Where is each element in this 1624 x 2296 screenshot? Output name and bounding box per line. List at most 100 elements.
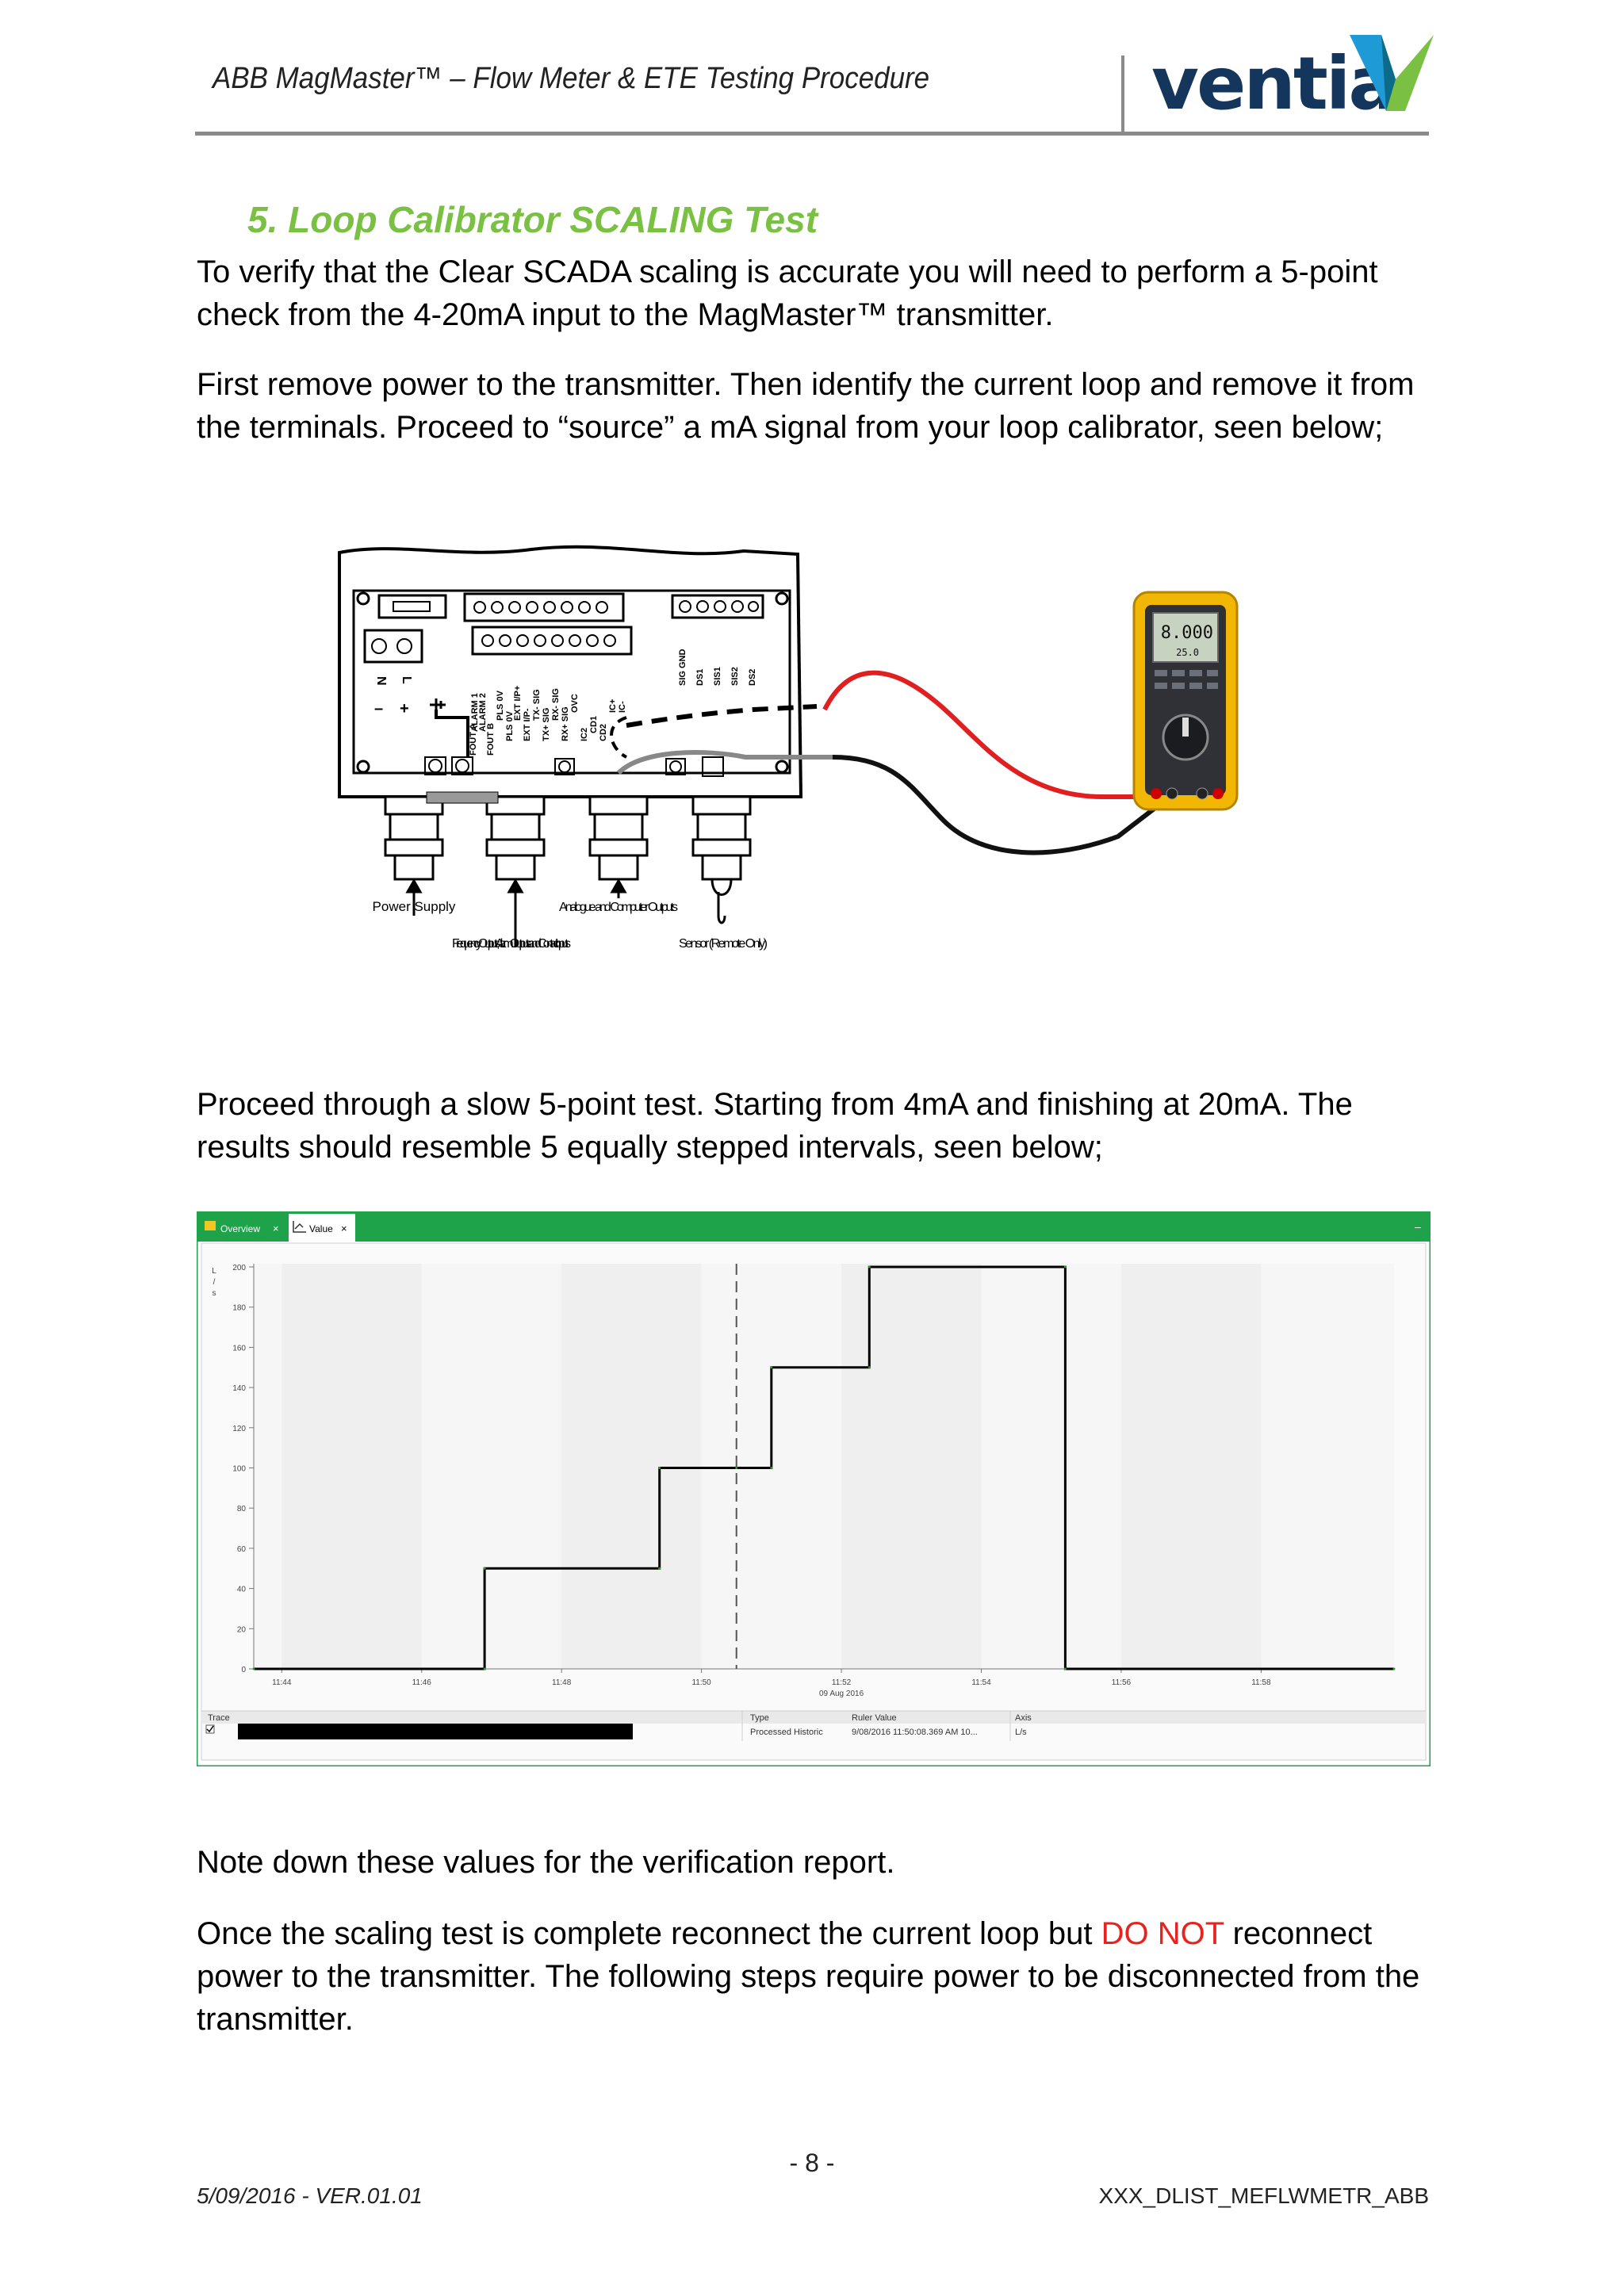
table-row-axis: L/s: [1015, 1728, 1027, 1737]
terminal-minus-label: –: [374, 700, 383, 718]
series-point: [658, 1467, 661, 1469]
tab-value-label: Value: [309, 1223, 333, 1234]
terminal-label: FOUT A: [469, 723, 478, 756]
series-point: [735, 1467, 738, 1469]
power-supply-label: Power Supply: [373, 899, 456, 914]
meter-sub-reading: 25.0: [1176, 647, 1199, 658]
table-header-ruler: Ruler Value: [852, 1713, 897, 1723]
redacted-trace-name: [238, 1724, 633, 1739]
table-header-trace: Trace: [208, 1713, 230, 1723]
plot-band: [1120, 1264, 1262, 1669]
terminal-label: SIG GND: [678, 649, 688, 686]
paragraph-reconnect: Once the scaling test is complete reconn…: [197, 1912, 1434, 2041]
table-header-axis: Axis: [1015, 1713, 1032, 1723]
footer-date-version: 5/09/2016 - VER.01.01: [197, 2183, 423, 2208]
x-tick-label: 11:54: [971, 1678, 991, 1687]
plot-band: [981, 1264, 1121, 1669]
section-number: 5.: [247, 199, 278, 240]
y-unit-label: L: [212, 1267, 216, 1276]
page-number: - 8 -: [789, 2149, 835, 2177]
reconnect-text-a: Once the scaling test is complete reconn…: [197, 1916, 1101, 1951]
terminal-label: FOUT B: [486, 723, 496, 756]
x-tick-label: 11:48: [552, 1678, 572, 1687]
series-point: [770, 1366, 773, 1369]
series-point: [868, 1265, 871, 1269]
frequency-outputs-label: Frequency Outputs, Alarm Outputs and Con…: [452, 937, 571, 951]
plot-band: [421, 1264, 562, 1669]
plot-band: [841, 1264, 982, 1669]
ventia-logo-icon: [1350, 35, 1434, 111]
series-point: [658, 1567, 661, 1570]
y-unit-label: s: [213, 1289, 216, 1298]
paragraph-intro: To verify that the Clear SCADA scaling i…: [197, 254, 1378, 332]
x-tick-label: 11:52: [832, 1678, 852, 1687]
terminal-label: DS2: [748, 669, 757, 686]
terminal-label: CD1: [589, 716, 599, 733]
x-tick-label: 11:50: [691, 1678, 711, 1687]
header-divider: [1121, 55, 1124, 132]
y-tick-label: 0: [241, 1666, 246, 1674]
terminal-label: TX+ SIG: [542, 708, 551, 742]
footer-document-id: XXX_DLIST_MEFLWMETR_ABB: [1098, 2183, 1429, 2208]
terminal-label: SIS1: [713, 667, 722, 686]
terminal-label: TX- SIG: [532, 689, 542, 721]
series-point: [1063, 1667, 1067, 1670]
terminal-label: DS1: [695, 669, 705, 686]
meter-main-reading: 8.000: [1161, 623, 1213, 643]
header-rule: [195, 132, 1429, 136]
ventia-logo-text: ventia: [1151, 41, 1397, 126]
y-tick-label: 40: [237, 1586, 247, 1594]
overview-icon: [205, 1221, 216, 1230]
loop-calibrator-meter: 8.000 25.0: [1132, 591, 1239, 811]
terminal-label: IC2: [580, 728, 589, 741]
terminal-label: RX+ SIG: [561, 706, 570, 741]
terminal-label: RX- SIG: [551, 688, 561, 721]
series-point: [770, 1467, 773, 1469]
terminal-label: ALARM 1: [470, 693, 480, 732]
trend-chart-window: Overview × Value × – 0204060801001201401…: [197, 1211, 1431, 1766]
paragraph-five-point-test: Proceed through a slow 5-point test. Sta…: [197, 1087, 1353, 1165]
analogue-outputs-label: Analogue and Computer Outputs: [559, 901, 678, 914]
sensor-label: Sensor (Remote Only): [679, 937, 768, 951]
terminal-label: PLS 0V: [505, 710, 515, 741]
wiring-diagram: N L – + ALARM 1 ALARM 2 FOUT A FOUT B PL…: [338, 545, 1239, 951]
y-tick-label: 60: [237, 1545, 247, 1554]
x-tick-label: 11:46: [412, 1678, 432, 1687]
close-icon: ×: [341, 1223, 347, 1234]
series-point: [1063, 1265, 1067, 1269]
terminal-label: OVC: [570, 694, 580, 713]
document-header-title: ABB MagMaster™ – Flow Meter & ETE Testin…: [213, 62, 930, 95]
y-tick-label: 100: [232, 1465, 246, 1474]
terminal-l-label: L: [400, 676, 413, 684]
table-header-type: Type: [750, 1713, 769, 1723]
series-point: [483, 1667, 486, 1670]
x-tick-label: 11:58: [1251, 1678, 1271, 1687]
section-title: Loop Calibrator SCALING Test: [288, 199, 818, 240]
x-tick-label: 11:56: [1112, 1678, 1132, 1687]
close-icon: ×: [273, 1223, 279, 1234]
terminal-label: ALARM 2: [478, 693, 488, 732]
terminal-label: EXT I/P-: [523, 708, 532, 741]
terminal-n-label: N: [374, 676, 388, 686]
terminal-label: IC-: [618, 701, 627, 713]
plot-band: [1261, 1264, 1394, 1669]
terminal-label: PLS 0V: [496, 690, 505, 721]
table-row-type: Processed Historic: [750, 1728, 823, 1737]
x-date-label: 09 Aug 2016: [819, 1689, 864, 1698]
plot-band: [254, 1264, 282, 1669]
tab-value: Value ×: [289, 1214, 355, 1242]
series-point: [1392, 1667, 1396, 1670]
y-tick-label: 200: [232, 1264, 246, 1272]
terminal-label: CD2: [599, 724, 608, 741]
trace-checkbox: [205, 1724, 215, 1734]
terminal-plus-label: +: [400, 700, 409, 718]
x-tick-label: 11:44: [272, 1678, 292, 1687]
y-unit-label: /: [213, 1278, 216, 1287]
chart-icon: [293, 1221, 306, 1233]
minimize-icon: –: [1415, 1220, 1421, 1233]
y-tick-label: 180: [232, 1304, 246, 1313]
series-point: [868, 1366, 871, 1369]
y-tick-label: 120: [232, 1425, 246, 1433]
series-point: [483, 1567, 486, 1570]
terminal-label: IC+: [608, 699, 618, 713]
